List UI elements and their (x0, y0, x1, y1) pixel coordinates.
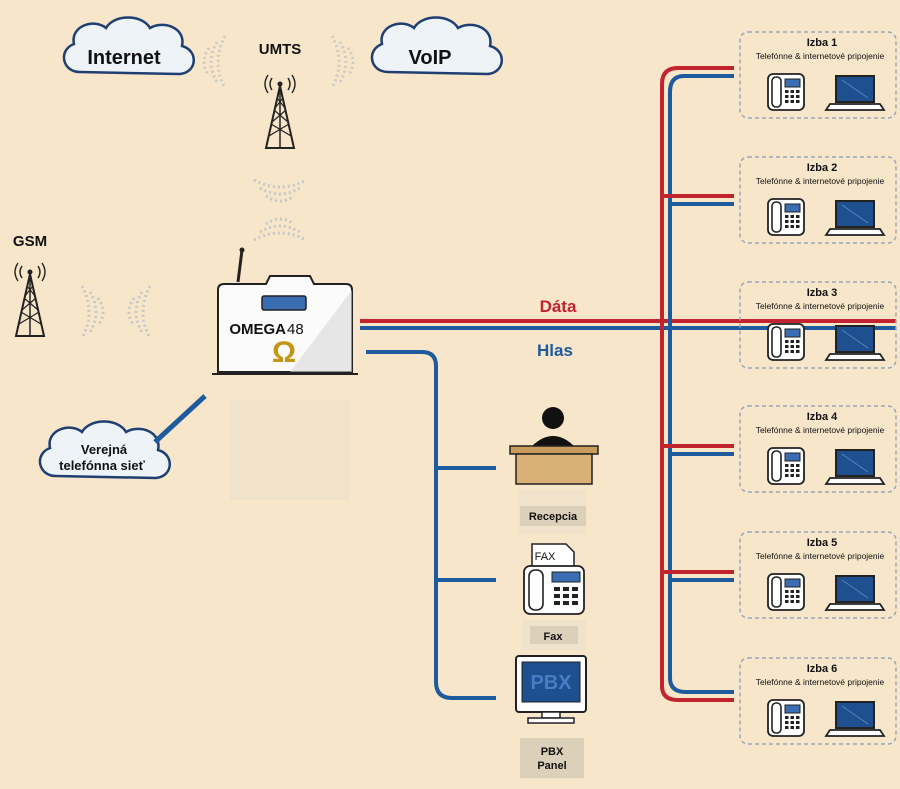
room-4: Izba 4 Telefónne & internetové pripojenie (739, 405, 897, 493)
room-3: Izba 3 Telefónne & internetové pripojenie (739, 281, 897, 369)
device-model: 48 (287, 321, 304, 338)
room-frame (739, 405, 897, 493)
omega-logo: Ω (272, 336, 296, 369)
reception-endpoint: Recepcia (509, 407, 599, 534)
laptop-icon (825, 575, 885, 611)
fax-label: Fax (544, 631, 564, 643)
voice-line-label: Hlas (537, 341, 573, 360)
room-2: Izba 2 Telefónne & internetové pripojenie (739, 156, 897, 244)
room-description: Telefónne & internetové pripojenie (756, 677, 885, 687)
voice-branch (366, 350, 496, 700)
monitor-icon: PBX (515, 655, 587, 724)
gsm-tower: GSM (13, 233, 152, 340)
umts-label: UMTS (259, 41, 302, 58)
pstn-label-line1: Verejná (81, 442, 128, 457)
room-frame (739, 31, 897, 119)
pstn-cloud: Verejná telefónna sieť (38, 420, 172, 480)
internet-label: Internet (87, 47, 161, 69)
room-1: Izba 1 Telefónne & internetové pripojenie (739, 31, 897, 119)
room-name: Izba 1 (807, 37, 838, 49)
reception-label: Recepcia (529, 511, 578, 523)
room-name: Izba 6 (807, 663, 838, 675)
room-description: Telefónne & internetové pripojenie (756, 425, 885, 435)
trunk-lines: Dáta Hlas (360, 297, 896, 360)
room-description: Telefónne & internetové pripojenie (756, 51, 885, 61)
fax-endpoint: FAX Fax (522, 543, 586, 650)
umts-tower: UMTS (202, 34, 355, 242)
room-risers (660, 66, 734, 702)
room-frame (739, 657, 897, 745)
omega-router: OMEGA 48 Ω (212, 247, 358, 500)
pstn-label-line2: telefónna sieť (59, 458, 145, 473)
laptop-icon (825, 325, 885, 361)
laptop-icon (825, 449, 885, 485)
radio-tower-icon (14, 262, 46, 337)
desk-phone-icon (767, 573, 805, 611)
voip-cloud: VoIP (370, 16, 504, 76)
fax-machine-icon: FAX (523, 543, 585, 615)
pbx-screen-text: PBX (530, 672, 572, 694)
pbx-label-line2: Panel (537, 760, 566, 772)
voip-label: VoIP (409, 47, 452, 69)
room-frame (739, 531, 897, 619)
desk-phone-icon (767, 447, 805, 485)
room-description: Telefónne & internetové pripojenie (756, 301, 885, 311)
rooms: Izba 1 Telefónne & internetové pripojenie… (739, 31, 897, 745)
room-name: Izba 4 (807, 411, 838, 423)
desk-phone-icon (767, 323, 805, 361)
desk-phone-icon (767, 699, 805, 737)
receptionist-icon (509, 407, 599, 485)
room-description: Telefónne & internetové pripojenie (756, 176, 885, 186)
radio-tower-icon (264, 74, 296, 149)
room-frame (739, 281, 897, 369)
laptop-icon (825, 701, 885, 737)
desk-phone-icon (767, 73, 805, 111)
desk-phone-icon (767, 198, 805, 236)
internet-cloud: Internet (62, 16, 196, 76)
room-frame (739, 156, 897, 244)
laptop-icon (825, 75, 885, 111)
pbx-endpoint: PBX PBX Panel (515, 655, 587, 778)
room-6: Izba 6 Telefónne & internetové pripojenie (739, 657, 897, 745)
room-description: Telefónne & internetové pripojenie (756, 551, 885, 561)
laptop-icon (825, 200, 885, 236)
room-name: Izba 5 (807, 537, 838, 549)
gsm-label: GSM (13, 233, 47, 250)
pbx-label-line1: PBX (541, 746, 564, 758)
pstn-link (153, 394, 207, 444)
room-name: Izba 2 (807, 162, 838, 174)
room-5: Izba 5 Telefónne & internetové pripojenie (739, 531, 897, 619)
fax-sheet-label: FAX (535, 551, 556, 563)
room-name: Izba 3 (807, 287, 838, 299)
device-brand: OMEGA (229, 321, 286, 338)
data-line-label: Dáta (540, 297, 577, 316)
